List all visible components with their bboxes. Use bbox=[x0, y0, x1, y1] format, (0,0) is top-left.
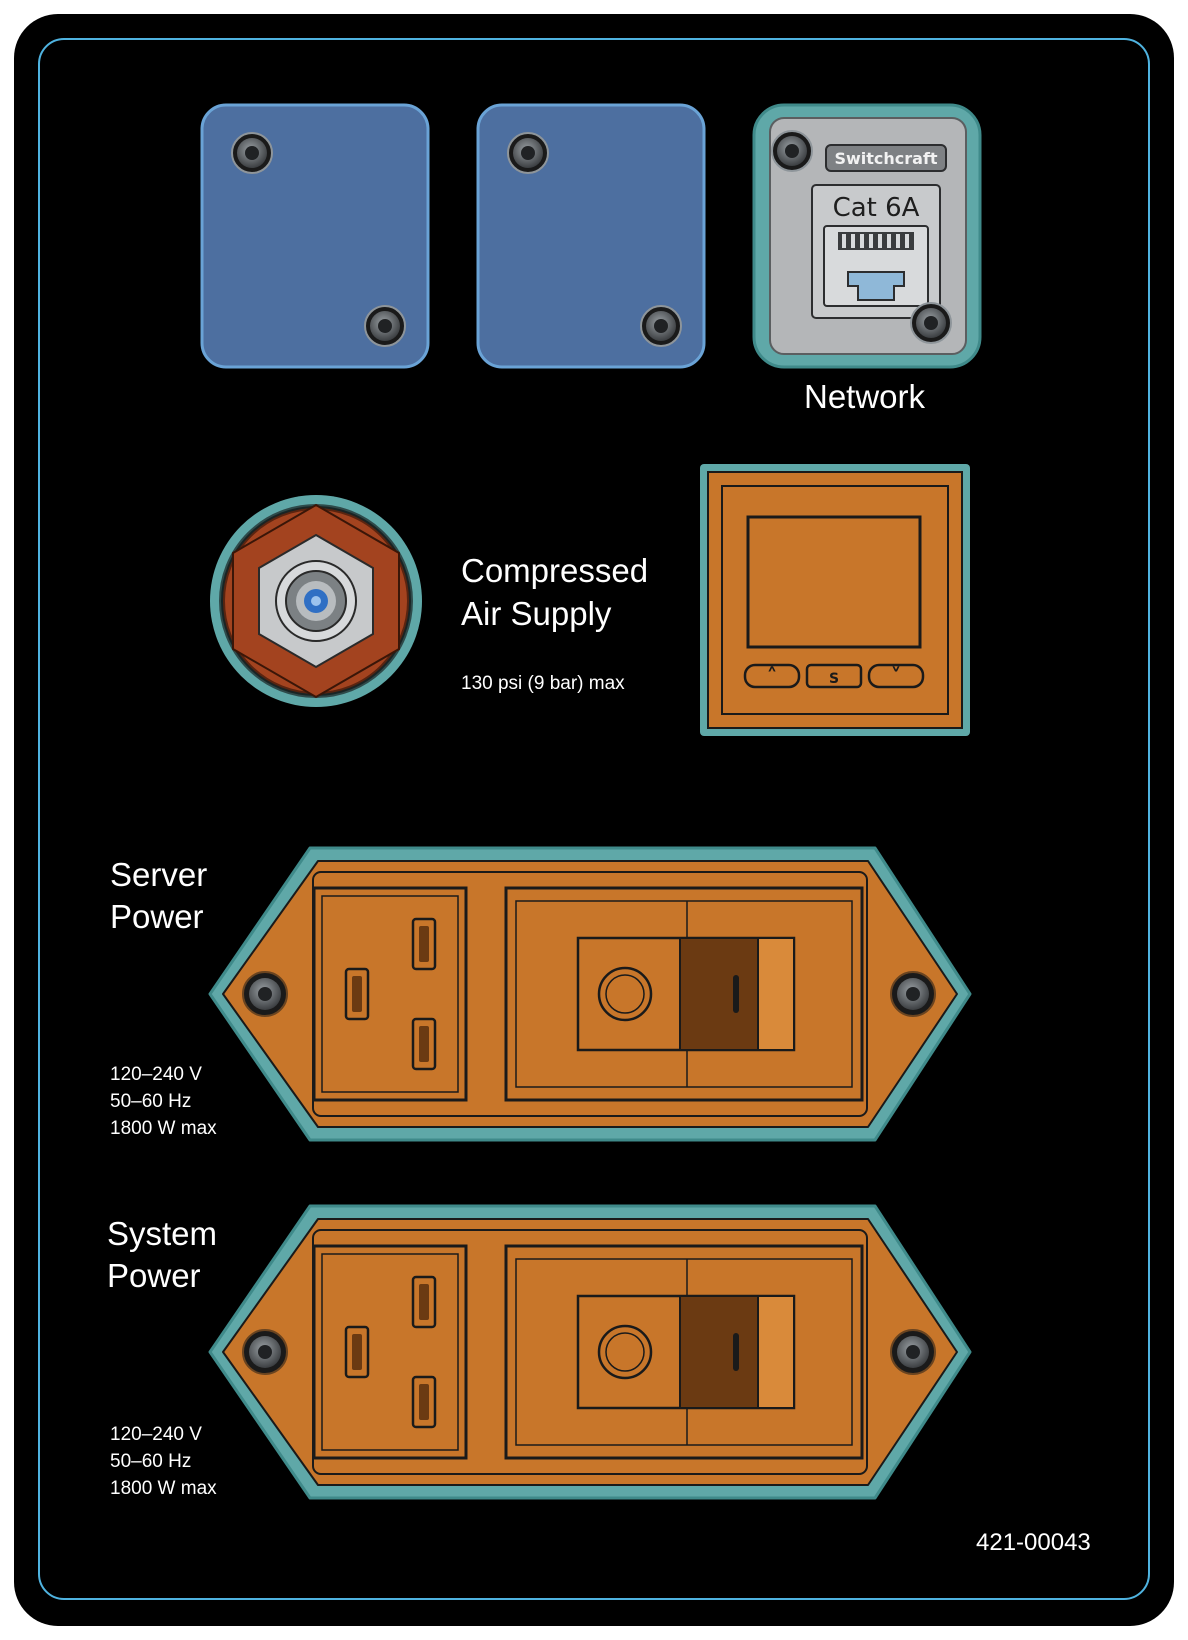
svg-text:˄: ˄ bbox=[767, 665, 778, 690]
controller-display[interactable]: ˄ S ˅ bbox=[700, 464, 970, 736]
controller-down-button[interactable]: ˅ bbox=[867, 663, 925, 690]
air-supply-title-2: Air Supply bbox=[461, 595, 612, 632]
network-label: Network bbox=[804, 378, 926, 415]
system-power-title-2: Power bbox=[107, 1257, 201, 1294]
rear-panel-edge bbox=[38, 38, 1150, 1600]
air-fitting[interactable] bbox=[210, 495, 422, 707]
screw-icon bbox=[890, 971, 936, 1017]
controller-set-button[interactable]: S bbox=[805, 663, 863, 689]
server-power-frequency: 50–60 Hz bbox=[110, 1091, 192, 1112]
screw-icon bbox=[242, 971, 288, 1017]
system-power-frequency: 50–60 Hz bbox=[110, 1451, 192, 1472]
air-supply-title-1: Compressed bbox=[461, 552, 649, 589]
system-power-title-1: System bbox=[107, 1215, 218, 1252]
screw-icon bbox=[910, 302, 952, 344]
system-power-inlet[interactable] bbox=[208, 1204, 972, 1500]
controller-up-button[interactable]: ˄ bbox=[743, 663, 801, 690]
server-power-inlet[interactable] bbox=[208, 846, 972, 1142]
system-power-voltage: 120–240 V bbox=[110, 1424, 202, 1445]
power-switch[interactable] bbox=[504, 1244, 864, 1460]
server-power-voltage: 120–240 V bbox=[110, 1064, 202, 1085]
server-power-title-1: Server bbox=[110, 856, 208, 893]
network-brand: Switchcraft bbox=[834, 149, 937, 168]
air-supply-spec: 130 psi (9 bar) max bbox=[461, 673, 625, 694]
power-switch[interactable] bbox=[504, 886, 864, 1102]
part-number: 421-00043 bbox=[976, 1529, 1091, 1556]
svg-text:S: S bbox=[829, 671, 839, 687]
screw-icon bbox=[771, 130, 813, 172]
screw-icon bbox=[890, 1329, 936, 1375]
network-jack[interactable]: Switchcraft Cat 6A bbox=[752, 103, 982, 369]
blank-plate-2 bbox=[476, 103, 706, 369]
jack-type-label: Cat 6A bbox=[833, 193, 920, 223]
power-outlet[interactable] bbox=[312, 1244, 468, 1460]
screw-icon bbox=[242, 1329, 288, 1375]
screw-icon bbox=[231, 132, 273, 174]
screw-icon bbox=[364, 305, 406, 347]
screw-icon bbox=[640, 305, 682, 347]
screw-icon bbox=[507, 132, 549, 174]
power-outlet[interactable] bbox=[312, 886, 468, 1102]
system-power-max: 1800 W max bbox=[110, 1478, 217, 1499]
server-power-max: 1800 W max bbox=[110, 1118, 217, 1139]
svg-text:˅: ˅ bbox=[891, 665, 902, 690]
blank-plate-1 bbox=[200, 103, 430, 369]
server-power-title-2: Power bbox=[110, 898, 204, 935]
